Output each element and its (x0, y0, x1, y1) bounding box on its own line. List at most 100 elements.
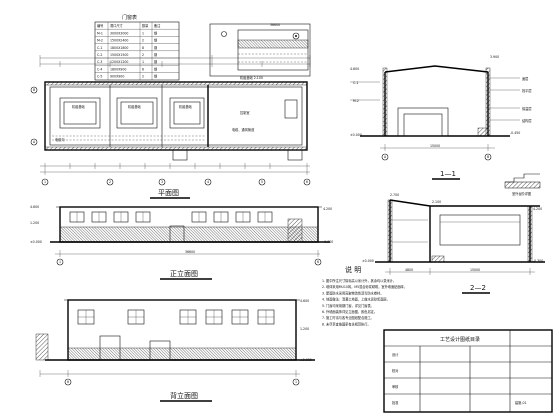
floor-plan: 机组基础 2.100 36600 机组基础 机组基础 机组基础 控制室 电缆、通… (30, 23, 311, 199)
svg-text:6: 6 (317, 260, 319, 264)
svg-text:-0.300: -0.300 (323, 240, 333, 244)
plan-title: 平面图 (158, 189, 179, 197)
table-cell: 900X900 (110, 75, 124, 79)
svg-text:A: A (33, 140, 36, 144)
table-cell: 编号 (97, 23, 103, 28)
svg-text:36600: 36600 (185, 250, 195, 254)
svg-text:4.600: 4.600 (30, 205, 39, 209)
svg-text:4: 4 (207, 180, 209, 184)
step-detail: 室外台阶详图 (504, 173, 541, 196)
svg-text:3: 3 (161, 180, 163, 184)
table-cell: 1200X1200 (110, 60, 128, 64)
svg-text:4.600: 4.600 (350, 67, 359, 71)
svg-text:结构层: 结构层 (522, 118, 532, 123)
table-cell: 数量 (142, 23, 149, 28)
svg-text:机组基础 2.100: 机组基础 2.100 (240, 75, 263, 80)
section-1-title: 1—1 (440, 170, 456, 178)
svg-text:B: B (487, 155, 489, 159)
svg-text:6: 6 (306, 180, 308, 184)
svg-text:M-2: M-2 (353, 99, 359, 103)
svg-text:2.700: 2.700 (390, 193, 399, 197)
table-cell: 3000X3000 (110, 31, 128, 35)
svg-text:找平层: 找平层 (522, 88, 532, 93)
table-cell: 2 (142, 75, 144, 79)
svg-text:保温层: 保温层 (522, 106, 532, 111)
table-cell: C-3 (97, 60, 102, 64)
svg-text:1.200: 1.200 (300, 327, 309, 331)
table-cell: 钢 (154, 45, 157, 50)
table-cell: C-2 (97, 53, 102, 57)
svg-text:1: 1 (295, 380, 297, 384)
svg-text:面层: 面层 (522, 76, 528, 81)
svg-text:A: A (384, 155, 387, 159)
svg-text:审核: 审核 (392, 384, 399, 389)
table-cell: 1 (142, 31, 144, 35)
table-cell: 钢 (154, 74, 157, 79)
table-cell: 1800X900 (110, 67, 126, 71)
table-cell: 2 (142, 53, 144, 57)
svg-text:±0.000: ±0.000 (362, 259, 374, 263)
table-cell: 1800X1800 (110, 46, 128, 50)
svg-text:3.900: 3.900 (490, 55, 499, 59)
table-cell: C-1 (97, 46, 102, 50)
svg-text:1: 1 (59, 260, 61, 264)
room-label: 机组基础 (72, 104, 85, 109)
section-1-1: 4.600 3.900 ±0.000 -0.450 面层 找平层 保温层 结构层… (350, 55, 532, 180)
note-line: 4. 地面做法：混凝土地面，上做水泥砂浆面层。 (322, 297, 390, 302)
note-line: 1. 图中所注尺寸除标高以米计外，其余均以毫米计。 (322, 278, 396, 283)
front-elevation: 4.600 1.200 ±0.000 4.200 -0.300 1 6 3660… (30, 205, 333, 280)
drawing-number: 建施-01 (515, 400, 527, 405)
table-cell: 6 (142, 67, 144, 71)
svg-text:室外台阶详图: 室外台阶详图 (512, 191, 531, 196)
title-block: 工艺设计图纸目录 设计 校对 审核 批准 建施-01 (383, 329, 553, 413)
svg-text:5: 5 (261, 180, 263, 184)
notes-title: 说 明 (345, 265, 361, 274)
section-2-2: 2.700 2.100 4.200 ±0.000 -0.300 4800 150… (362, 193, 545, 294)
note-line: 2. 墙体采用MU10砖，M5混合砂浆砌筑，室外墙面贴面砖。 (322, 284, 407, 289)
table-cell: 钢 (154, 52, 157, 57)
table-title: 门窗表 (122, 14, 137, 21)
note-line: 7. 施工时请与各专业图纸配合施工。 (322, 315, 374, 320)
rear-elevation-title: 背立面图 (170, 391, 198, 400)
svg-text:1.200: 1.200 (30, 221, 39, 225)
front-elevation-title: 正立面图 (170, 269, 198, 278)
svg-text:4.600: 4.600 (300, 299, 309, 303)
svg-text:C-1: C-1 (353, 81, 358, 85)
svg-text:校对: 校对 (392, 368, 399, 373)
table-cell: 洞口尺寸 (110, 23, 124, 28)
table-cell: M-2 (97, 39, 103, 43)
note-line: 5. 门窗均采用钢门窗，详见门窗表。 (322, 303, 374, 308)
svg-text:6: 6 (67, 380, 69, 384)
note-line: 3. 屋面防水采用高聚物改性沥青防水卷材。 (322, 290, 383, 295)
table-cell: M-1 (97, 31, 103, 35)
svg-text:±0.000: ±0.000 (30, 240, 42, 244)
table-cell: 8 (142, 46, 144, 50)
table-cell: 1500X1500 (110, 53, 128, 57)
room-label: 电缆沟 (55, 137, 65, 142)
rear-elevation: 4.600 1.200 ±0.000 6 1 背立面图 (35, 299, 315, 402)
table-cell: 钢 (154, 38, 157, 43)
table-cell: C-4 (97, 67, 102, 71)
section-2-title: 2—2 (470, 284, 486, 292)
note-line: 6. 外墙面装饰详见立面图，颜色另定。 (322, 309, 377, 314)
svg-text:±0.000: ±0.000 (350, 133, 362, 137)
svg-text:15000: 15000 (470, 268, 480, 272)
room-label: 机组基础 (128, 104, 141, 109)
svg-text:2.100: 2.100 (432, 200, 441, 204)
room-label: 电缆、通风管道 (232, 127, 255, 132)
table-cell: 钢 (154, 66, 157, 71)
room-label: 机组基础 (179, 104, 192, 109)
room-label: 控制室 (240, 110, 250, 115)
svg-text:设计: 设计 (392, 352, 399, 357)
svg-text:4800: 4800 (405, 268, 413, 272)
svg-text:±0.000: ±0.000 (300, 358, 312, 362)
title-block-project: 工艺设计图纸目录 (440, 336, 480, 343)
svg-text:批准: 批准 (392, 400, 399, 405)
table-cell: 1500X2400 (110, 39, 128, 43)
grid-bubbles: 1 2 3 4 5 6 B A (30, 86, 311, 186)
svg-text:-0.300: -0.300 (533, 259, 543, 263)
table-cell: 2 (142, 39, 144, 43)
general-notes: 说 明 1. 图中所注尺寸除标高以米计外，其余均以毫米计。2. 墙体采用MU10… (322, 265, 407, 326)
